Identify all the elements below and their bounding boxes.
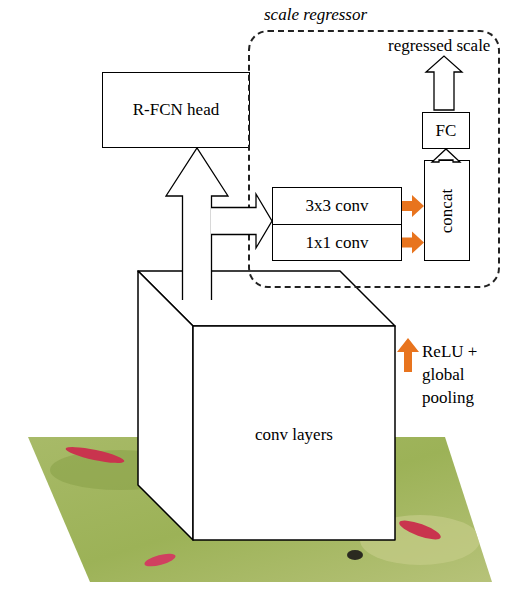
block-arrow: [211, 194, 272, 248]
cube-face: [138, 271, 193, 540]
process-box: FC: [422, 112, 470, 149]
cube-face: [193, 326, 395, 540]
group-title: scale regressor: [264, 5, 367, 25]
process-box: R-FCN head: [102, 72, 250, 148]
block-arrow: [166, 148, 228, 300]
process-box: 3x3 conv: [272, 187, 402, 225]
node-label: 1x1 conv: [306, 233, 369, 253]
pooling-arrow: [402, 232, 424, 254]
group-region: scale regressor3x3 conv1x1 convconcatFC: [248, 30, 500, 288]
conv-block: conv layers: [137, 270, 397, 542]
node-label: concat: [437, 188, 457, 232]
block-arrow: [432, 149, 460, 162]
legend-text: ReLU + global pooling: [422, 340, 488, 409]
cube-outline: [137, 270, 397, 542]
node-label: conv layers: [193, 425, 395, 445]
node-label: FC: [436, 121, 457, 141]
node-label: 3x3 conv: [306, 196, 369, 216]
output-label: regressed scale: [388, 36, 490, 56]
process-box: concat: [424, 160, 470, 261]
pooling-arrow: [402, 195, 424, 217]
orange-arrow-sample: [397, 338, 419, 372]
node-label: R-FCN head: [133, 100, 219, 120]
output-arrow: [426, 56, 462, 110]
process-box: 1x1 conv: [272, 224, 402, 261]
